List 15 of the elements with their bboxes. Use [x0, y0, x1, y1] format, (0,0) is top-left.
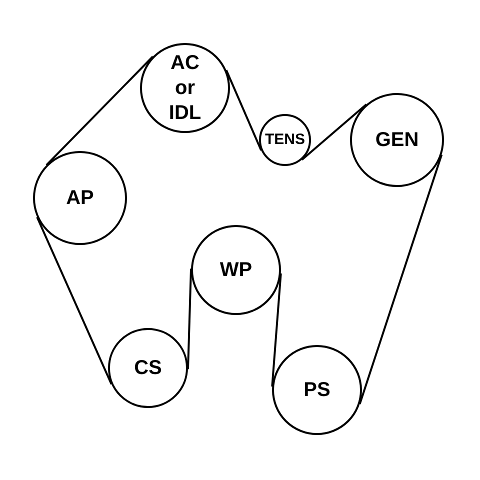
- pulley-label: CS: [134, 356, 162, 380]
- belt-line: [36, 216, 112, 385]
- belt-line: [358, 154, 443, 404]
- belt-line: [301, 104, 368, 160]
- pulley-label: AC or IDL: [168, 50, 202, 126]
- pulley-label: PS: [304, 378, 330, 402]
- belt-line: [271, 273, 282, 387]
- pulley-label: WP: [220, 258, 252, 282]
- pulley-circle: [259, 114, 311, 166]
- pulley-label: TENS: [264, 130, 305, 150]
- pulley-label: GEN: [375, 128, 419, 152]
- belt-line: [186, 268, 192, 370]
- pulley-label: AP: [66, 186, 94, 210]
- belt-line: [225, 70, 262, 151]
- belt-line: [46, 56, 154, 166]
